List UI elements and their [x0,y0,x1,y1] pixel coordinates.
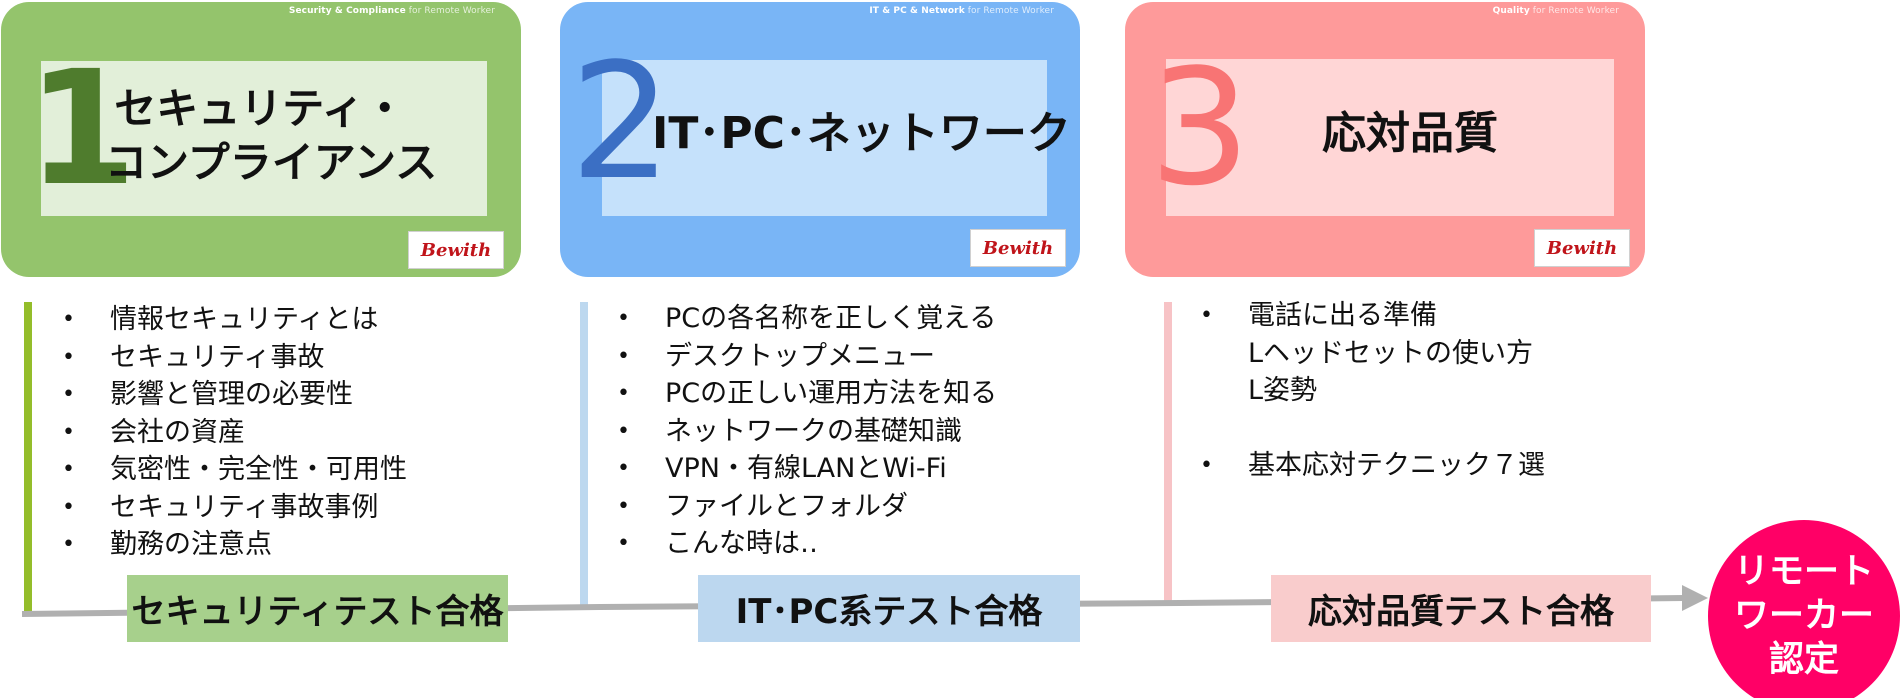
card-title: セキュリティ・ コンプライアンス [105,82,438,190]
list-item: 勤務の注意点 [62,526,407,564]
card-title-line: IT･PC･ネットワーク [652,108,1071,159]
list-item: 気密性・完全性・可用性 [62,451,407,489]
quality-topic-list: 電話に出る準備 Lヘッドセットの使い方 L姿勢 基本応対テクニック７選 [1200,297,1545,484]
list-item: こんな時は‥ [617,525,997,563]
card-inner-panel [41,61,487,216]
step-number: 2 [570,28,672,215]
list-item: PCの各名称を正しく覚える [617,300,997,338]
card-title: 応対品質 [1245,106,1575,162]
list-subitem: L姿勢 [1248,375,1318,406]
security-test-pass-label: セキュリティテスト合格 [127,575,508,642]
card-caption: Quality for Remote Worker [1492,6,1619,16]
list-item: 影響と管理の必要性 [62,376,407,414]
card-caption: IT & PC & Network for Remote Worker [869,6,1054,16]
list-subitem: Lヘッドセットの使い方 [1248,337,1534,369]
card-title-line: 応対品質 [1322,108,1498,159]
list-item: PCの正しい運用方法を知る [617,375,997,413]
card-security-compliance: Security & Compliance for Remote Worker … [1,2,521,277]
list-item: ネットワークの基礎知識 [617,413,997,451]
list-item: 情報セキュリティとは [62,301,407,339]
card-title-line: セキュリティ・ [114,84,406,133]
card-inner-panel [1166,59,1614,216]
bewith-logo: Bewith [970,229,1066,267]
list-item: デスクトップメニュー [617,338,997,376]
step2-vertical-bar [580,302,588,610]
bewith-logo: Bewith [408,231,504,269]
step1-vertical-bar [24,302,32,614]
bewith-logo: Bewith [1534,229,1630,267]
card-it-pc-network: IT & PC & Network for Remote Worker 2 IT… [560,2,1080,277]
remote-worker-certification-badge: リモート ワーカー 認定 [1708,520,1900,698]
list-item: セキュリティ事故事例 [62,489,407,527]
it-pc-test-pass-label: IT･PC系テスト合格 [698,575,1080,642]
card-title: IT･PC･ネットワーク [652,106,1071,162]
card-inner-panel [602,60,1047,216]
step-number: 1 [27,37,137,221]
timeline-arrowhead [1682,585,1708,611]
list-item: セキュリティ事故 [62,339,407,377]
step-number: 3 [1149,34,1251,221]
it-pc-topic-list: PCの各名称を正しく覚える デスクトップメニュー PCの正しい運用方法を知る ネ… [617,300,997,563]
card-quality: Quality for Remote Worker 3 応対品質 Bewith [1125,2,1645,277]
list-item: 電話に出る準備 [1200,297,1545,335]
list-item: 基本応対テクニック７選 [1200,447,1545,485]
quality-test-pass-label: 応対品質テスト合格 [1271,575,1651,642]
card-title-line: コンプライアンス [105,138,438,187]
list-item: 会社の資産 [62,414,407,452]
cert-line: リモート [1733,552,1874,592]
step3-vertical-bar [1164,302,1172,606]
list-item: ファイルとフォルダ [617,488,997,526]
card-caption: Security & Compliance for Remote Worker [288,6,495,16]
cert-line: 認定 [1768,640,1839,680]
security-topic-list: 情報セキュリティとは セキュリティ事故 影響と管理の必要性 会社の資産 気密性・… [62,301,407,564]
list-item: VPN・有線LANとWi-Fi [617,450,997,488]
cert-line: ワーカー [1733,596,1874,636]
